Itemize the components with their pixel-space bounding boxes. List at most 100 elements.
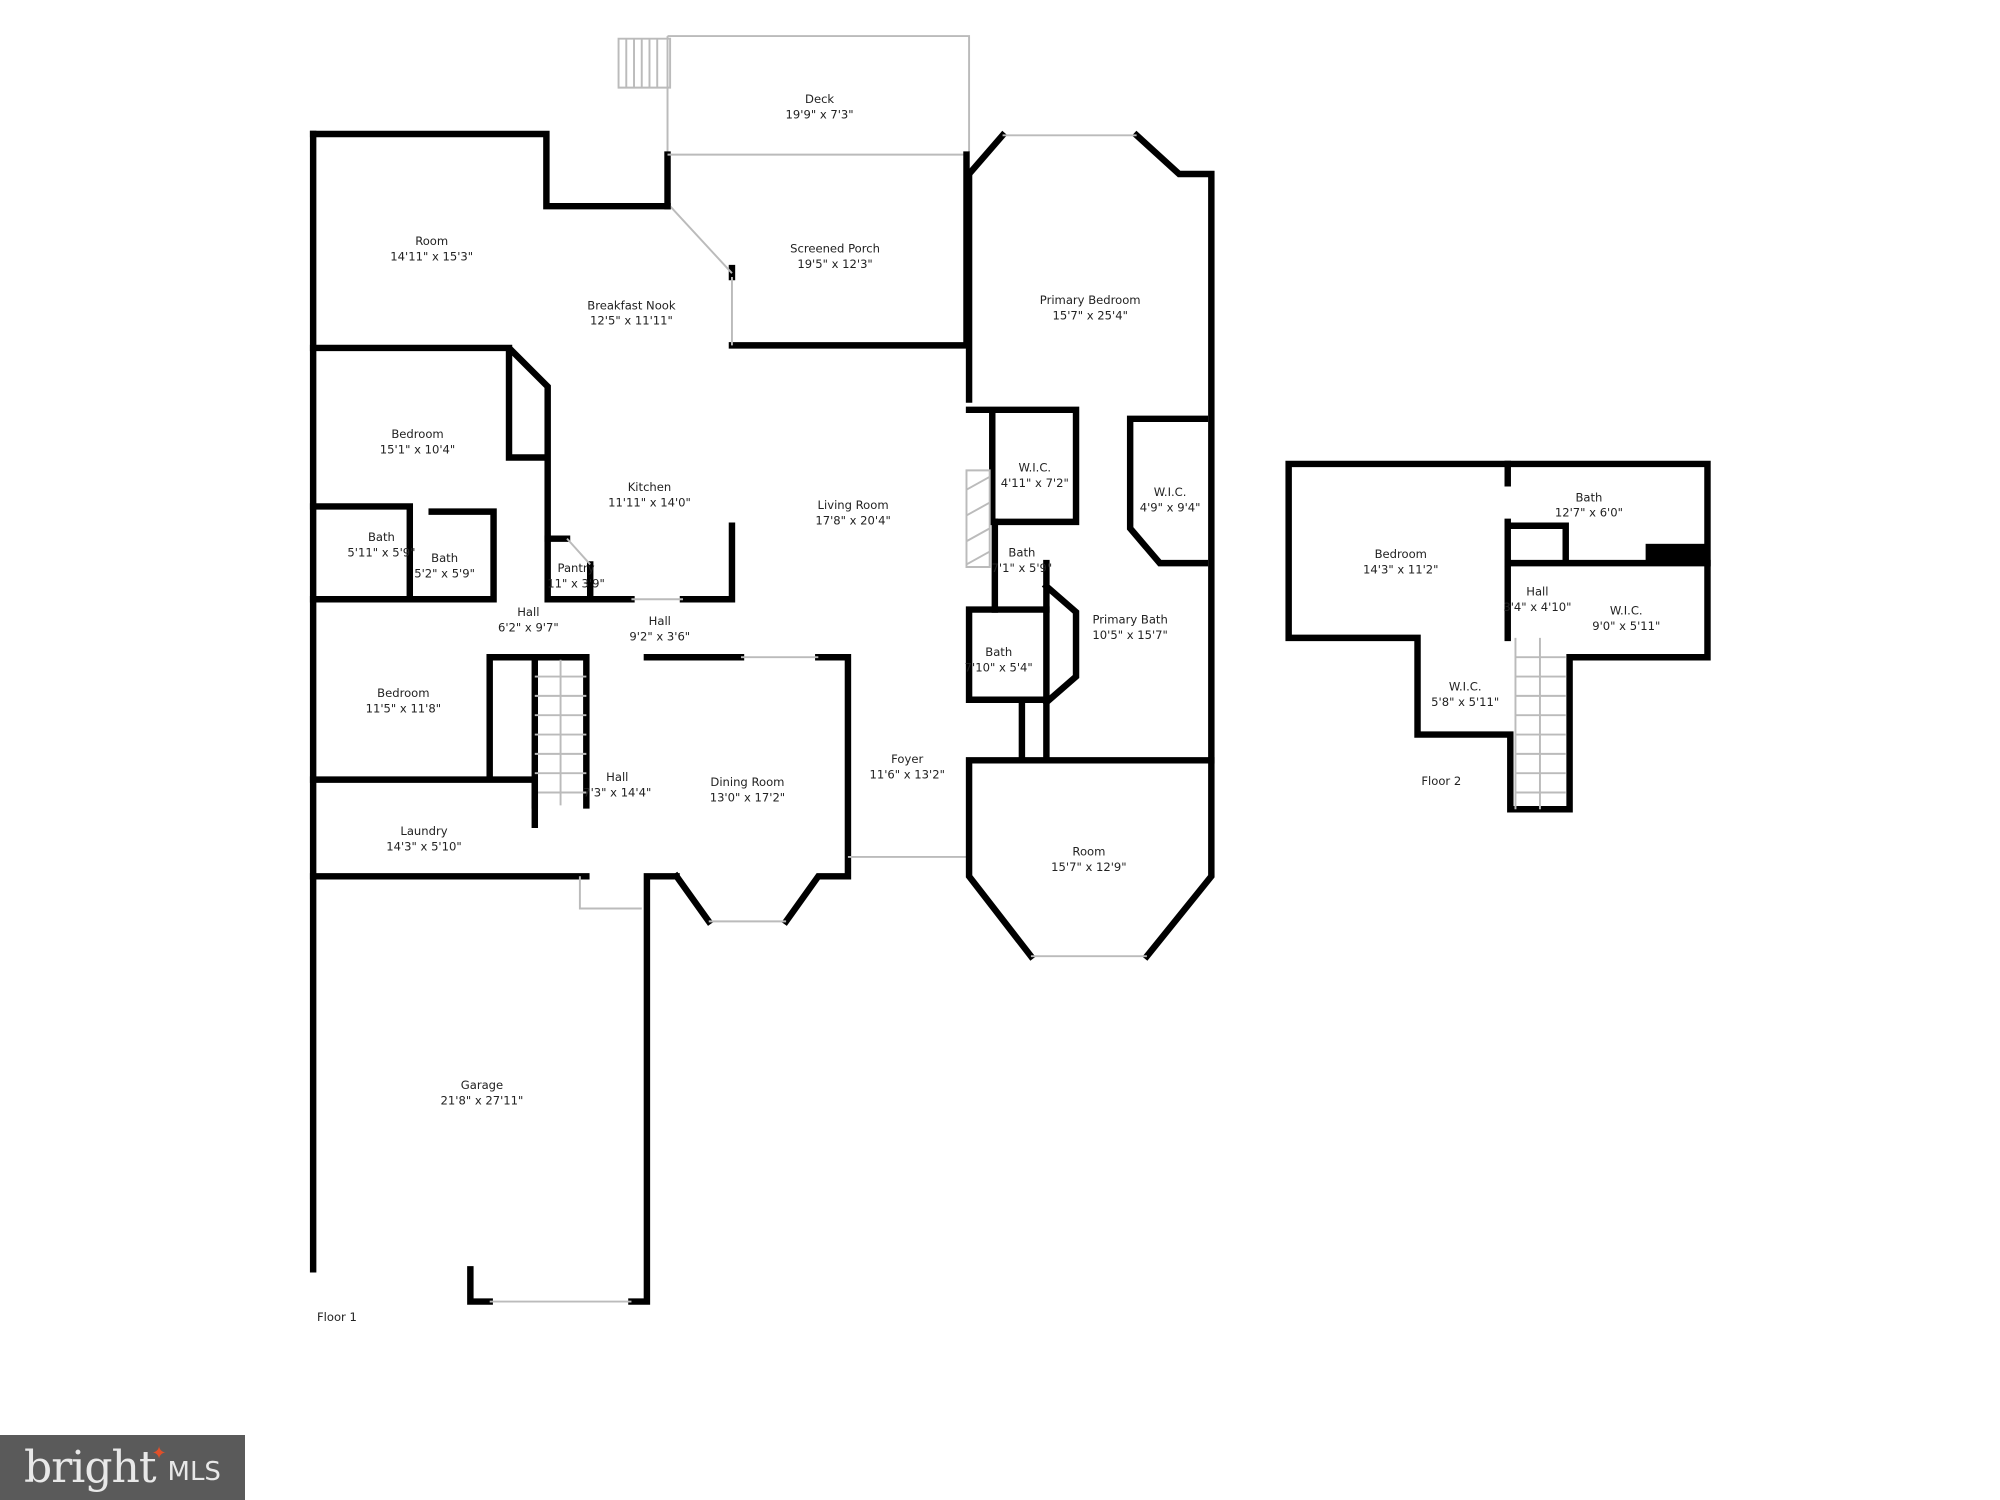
- room-name: W.I.C.: [1610, 604, 1643, 618]
- room-dims: 14'11" x 15'3": [390, 249, 473, 263]
- room-dims: 11" x 3'9": [547, 577, 605, 591]
- room-label-primary-bedroom: Primary Bedroom 15'7" x 25'4": [1040, 293, 1141, 322]
- room-name: Bedroom: [1375, 547, 1427, 561]
- logo-brand: bright: [24, 1442, 156, 1493]
- room-dims: 7'1" x 5'9": [992, 561, 1053, 575]
- room-dims: 15'1" x 10'4": [380, 443, 455, 457]
- room-name: Bath: [431, 551, 458, 565]
- room-dims: 5'2" x 5'9": [414, 566, 475, 580]
- room-name: W.I.C.: [1018, 461, 1051, 475]
- room-dims: 7'10" x 5'4": [965, 660, 1033, 674]
- room-name: Living Room: [818, 498, 889, 512]
- room-name: Bedroom: [391, 427, 443, 441]
- room-name: Dining Room: [710, 775, 784, 789]
- room-label-pantry: Pantry 11" x 3'9": [547, 561, 605, 590]
- room-name: Room: [415, 234, 448, 248]
- room-name: Screened Porch: [790, 242, 880, 256]
- room-name: Garage: [461, 1078, 503, 1092]
- room-dims: 9'2" x 3'6": [629, 629, 690, 643]
- room-name: Bath: [368, 530, 395, 544]
- room-dims: 12'7" x 6'0": [1555, 506, 1623, 520]
- room-label-bath-1: Bath 5'11" x 5'9": [347, 530, 415, 559]
- room-dims: 13'0" x 17'2": [710, 791, 785, 805]
- room-name: Laundry: [400, 824, 447, 838]
- room-dims: 19'5" x 12'3": [797, 257, 872, 271]
- room-label-f2-wic-2: W.I.C.5'8" x 5'11": [1431, 680, 1499, 709]
- room-name: Pantry: [558, 561, 595, 575]
- room-dims: 17'8" x 20'4": [815, 513, 890, 527]
- room-name: Hall: [649, 614, 671, 628]
- room-dims: 5'11" x 5'9": [347, 546, 415, 560]
- room-dims: 7'3" x 14'4": [583, 785, 651, 799]
- room-dims: 14'3" x 11'2": [1363, 562, 1438, 576]
- room-label-f2-wic-1: W.I.C.9'0" x 5'11": [1592, 604, 1660, 633]
- room-dims: 6'2" x 9'7": [498, 620, 559, 634]
- room-dims: 15'7" x 12'9": [1051, 860, 1126, 874]
- room-name: Hall: [1526, 584, 1548, 598]
- room-label-bedroom-2: Bedroom 11'5" x 11'8": [366, 686, 441, 715]
- room-dims: 19'9" x 7'3": [786, 108, 854, 122]
- room-name: Bedroom: [377, 686, 429, 700]
- room-name: Bath: [1575, 490, 1602, 504]
- room-name: Breakfast Nook: [587, 298, 676, 312]
- room-dims: 11'5" x 11'8": [366, 702, 441, 716]
- room-dims: 11'6" x 13'2": [869, 767, 944, 781]
- room-dims: 15'7" x 25'4": [1052, 309, 1127, 323]
- room-name: Foyer: [891, 752, 923, 766]
- floor1-label: Floor 1: [317, 1310, 357, 1324]
- room-dims: 3'4" x 4'10": [1503, 600, 1571, 614]
- room-label-wic-2: W.I.C. 4'9" x 9'4": [1140, 485, 1201, 514]
- room-name: Room: [1072, 845, 1105, 859]
- room-dims: 4'9" x 9'4": [1140, 501, 1201, 515]
- room-name: Bath: [1008, 546, 1035, 560]
- room-name: Bath: [985, 645, 1012, 659]
- room-dims: 4'11" x 7'2": [1001, 476, 1069, 490]
- room-label-breakfast-nook: Breakfast Nook 12'5" x 11'11": [587, 298, 676, 327]
- room-dims: 10'5" x 15'7": [1092, 628, 1167, 642]
- logo-suffix: MLS: [167, 1456, 221, 1487]
- room-name: Primary Bedroom: [1040, 293, 1141, 307]
- room-label-f2-hall: Hall 3'4" x 4'10": [1503, 584, 1571, 613]
- room-dims: 14'3" x 5'10": [386, 840, 461, 854]
- floor2-label: Floor 2: [1421, 774, 1461, 788]
- room-name: Hall: [606, 770, 628, 784]
- room-dims: 9'0" x 5'11": [1592, 619, 1660, 633]
- room-name: W.I.C.: [1154, 485, 1187, 499]
- bright-mls-logo: bright ✦ MLS: [0, 1435, 245, 1500]
- room-label-bedroom: Bedroom 15'1" x 10'4": [380, 427, 455, 456]
- room-dims: 12'5" x 11'11": [590, 314, 673, 328]
- room-dims: 11'11" x 14'0": [608, 495, 691, 509]
- room-name: Hall: [517, 605, 539, 619]
- room-name: Kitchen: [628, 480, 672, 494]
- room-dims: 5'8" x 5'11": [1431, 695, 1499, 709]
- room-label-deck: Deck 19'9" x 7'3": [786, 92, 854, 121]
- floor1-walls: [309, 35, 1215, 1305]
- room-label-f2-bath: Bath 12'7" x 6'0": [1555, 490, 1623, 519]
- room-label-wic-1: W.I.C.4'11" x 7'2": [1001, 461, 1069, 490]
- room-name: Deck: [805, 92, 834, 106]
- room-name: W.I.C.: [1449, 680, 1482, 694]
- room-label-dining-room: Dining Room 13'0" x 17'2": [710, 775, 785, 804]
- room-name: Primary Bath: [1092, 613, 1167, 627]
- room-dims: 21'8" x 27'11": [441, 1093, 524, 1107]
- room-label-laundry: Laundry 14'3" x 5'10": [386, 824, 461, 853]
- floor2-walls: [1285, 460, 1711, 813]
